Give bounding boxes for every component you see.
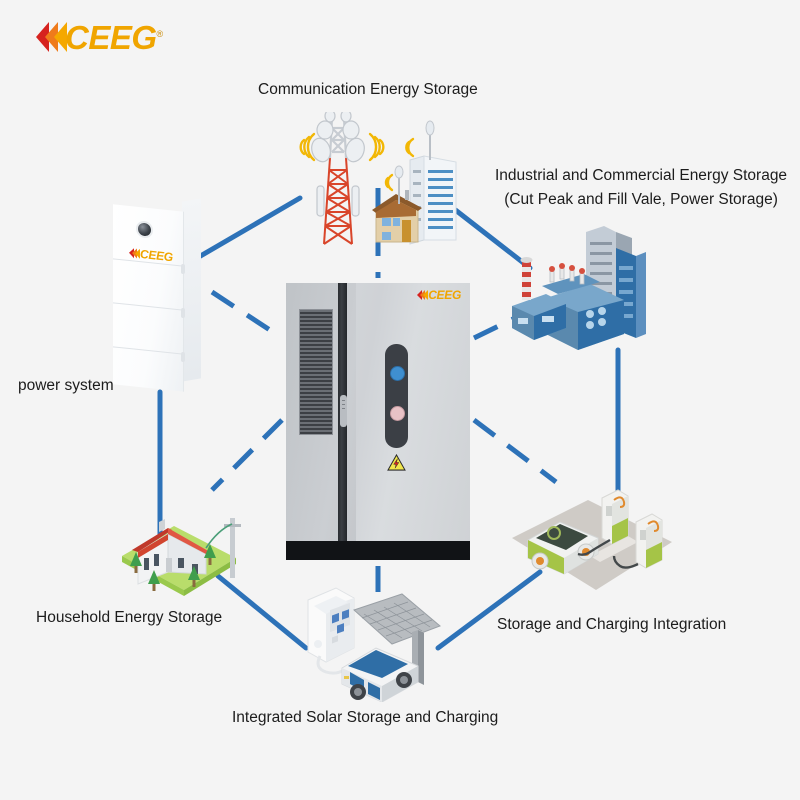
label-power-system: power system [18,377,114,394]
ev-charging-scene [512,489,672,590]
cabinet-base-plinth [286,541,470,560]
cabinet-logo-text: CEEG [428,288,461,302]
ev-charger-pillar-2 [612,513,663,569]
cabinet-blue-indicator-icon [390,366,405,381]
plant-chimney [520,257,533,300]
ev-charger-pillar-1 [577,489,629,556]
label-industrial-line2: (Cut Peak and Fill Vale, Power Storage) [504,191,778,209]
logo-registered-mark: ® [156,28,164,39]
central-energy-storage-cabinet: CEEG [286,283,470,560]
label-integrated-solar-storage-charging: Integrated Solar Storage and Charging [232,709,499,726]
house-trees [130,544,216,591]
plant-transformers [542,263,600,294]
solar-charging-scene [307,587,441,702]
solar-charging-kiosk [307,587,355,675]
cabinet-ceeg-logo: CEEG [417,288,461,302]
logo-wordmark-text: CEEG [65,18,157,56]
link-ev-solar [435,569,543,651]
solar-scene-van [341,647,419,702]
electrical-hazard-warning-icon [387,454,406,471]
label-communication-energy-storage: Communication Energy Storage [258,81,478,98]
household-scene [122,518,241,596]
ev-lane-marking [590,536,638,562]
spoke-to-battery [210,289,284,341]
ev-car [527,521,599,575]
logo-wordmark: CEEG® [65,21,163,54]
battery-side-tab [181,352,185,362]
cabinet-door-handle[interactable] [340,395,347,427]
cabinet-ventilation-grille [299,309,333,435]
link-battery-tower [194,195,303,261]
logo-chevrons-icon [36,22,67,52]
spoke-to-house [210,418,284,492]
cabinet-body: CEEG [286,283,470,545]
link-solar-house [215,573,309,651]
spoke-to-ev [472,418,558,484]
label-storage-charging-integration: Storage and Charging Integration [497,616,727,633]
home-battery-unit: CEEG [113,198,201,392]
cabinet-control-strip [385,344,408,448]
communication-tower-scene [299,112,457,245]
utility-pole [205,518,241,578]
battery-side-tab [181,308,185,318]
industrial-plant-scene [512,226,646,350]
label-industrial-commercial-energy-storage: Industrial and Commercial Energy Storage… [495,164,787,212]
label-household-energy-storage: Household Energy Storage [36,609,223,626]
house-building [132,519,210,585]
ceeg-logo: CEEG® [36,16,186,58]
battery-side-tab [181,264,185,274]
plant-buildings [512,284,624,350]
label-industrial-line1: Industrial and Commercial Energy Storage [495,167,788,184]
cabinet-pink-indicator-icon [390,406,405,421]
